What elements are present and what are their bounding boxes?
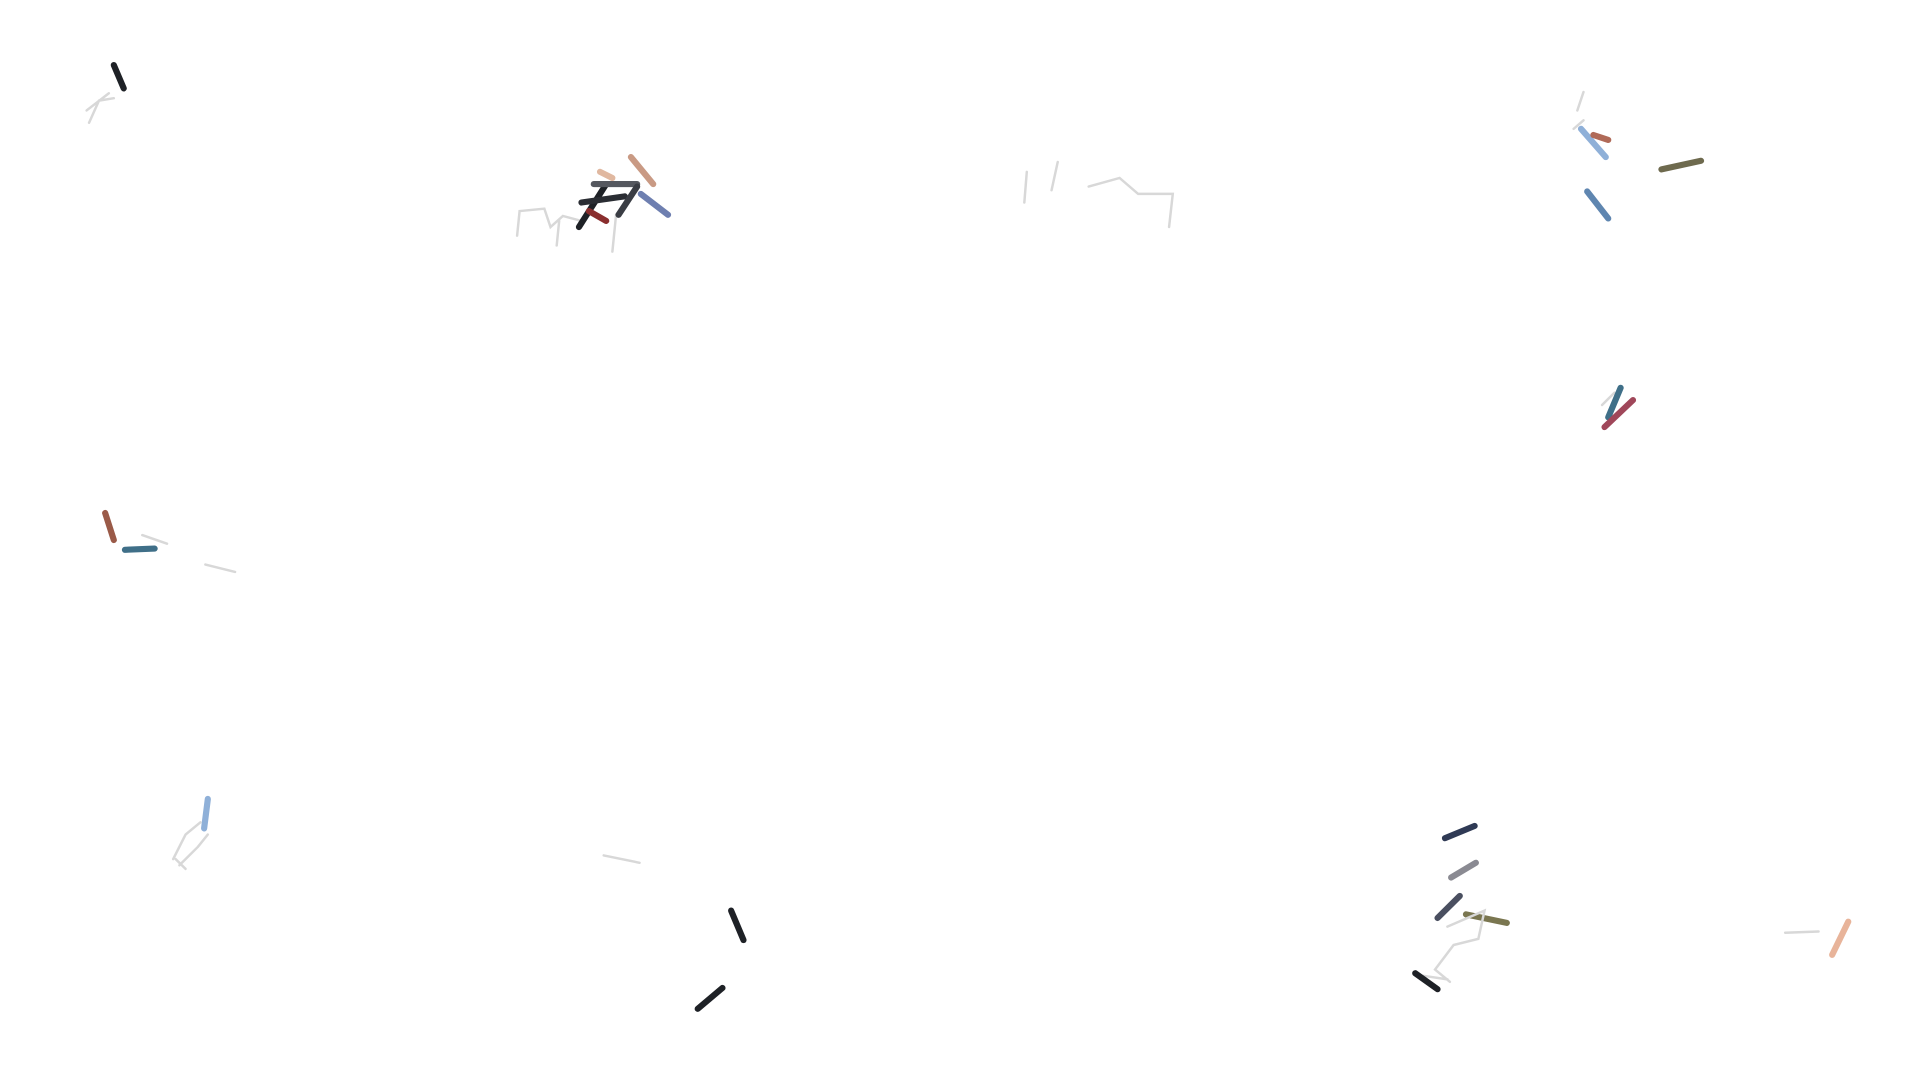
fragment-cluster-bottom-right bbox=[1412, 822, 1852, 993]
fragment-cluster-right-middle bbox=[1600, 384, 1637, 431]
fragment-cluster-bottom-left bbox=[171, 795, 211, 871]
fragment-cluster-faint-top bbox=[1023, 160, 1175, 229]
fragment-cluster-top-left bbox=[85, 61, 127, 124]
fragment-cluster-top-right bbox=[1572, 90, 1705, 222]
fragment-cluster-dense bbox=[515, 154, 672, 253]
fragment-cluster-left-middle bbox=[102, 509, 237, 574]
fragment-cluster-bottom-middle bbox=[602, 854, 747, 1012]
